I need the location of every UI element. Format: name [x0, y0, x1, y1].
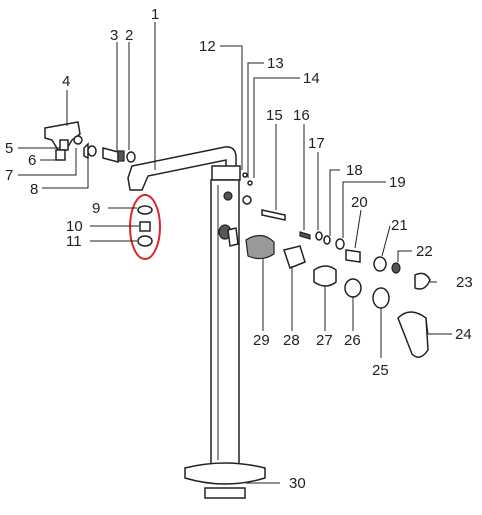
label-part-8: 8: [30, 181, 38, 198]
leader-lines: [18, 22, 452, 484]
aerator-parts: [129, 194, 161, 260]
label-part-14: 14: [303, 70, 320, 87]
label-part-13: 13: [267, 55, 284, 72]
label-part-10: 10: [66, 218, 83, 235]
label-part-11: 11: [66, 233, 82, 250]
label-part-29: 29: [253, 332, 270, 349]
label-part-17: 17: [308, 135, 325, 152]
part-number-labels: 1 2 3 4 5 6 7 8 9 10 11 12 13 14 15 16 1…: [5, 6, 473, 492]
label-part-5: 5: [5, 140, 13, 157]
label-part-6: 6: [28, 152, 36, 169]
label-part-3: 3: [110, 27, 118, 44]
label-part-2: 2: [125, 27, 133, 44]
red-highlight-circle: [129, 194, 161, 260]
shower-holder-assembly: [44, 121, 136, 163]
label-part-25: 25: [372, 362, 389, 379]
label-part-4: 4: [62, 73, 70, 90]
label-part-27: 27: [316, 332, 333, 349]
label-part-1: 1: [151, 6, 159, 23]
label-part-15: 15: [266, 107, 283, 124]
label-part-12: 12: [199, 38, 216, 55]
label-part-21: 21: [391, 217, 408, 234]
label-part-16: 16: [293, 107, 310, 124]
label-part-18: 18: [346, 162, 363, 179]
valve-parts: [227, 172, 431, 358]
label-part-23: 23: [456, 274, 473, 291]
label-part-19: 19: [389, 174, 406, 191]
label-part-30: 30: [289, 475, 306, 492]
label-part-20: 20: [351, 194, 368, 211]
label-part-24: 24: [455, 326, 472, 343]
label-part-22: 22: [416, 243, 433, 260]
label-part-9: 9: [92, 200, 100, 217]
label-part-28: 28: [283, 332, 300, 349]
label-part-26: 26: [344, 332, 361, 349]
label-part-7: 7: [5, 167, 13, 184]
